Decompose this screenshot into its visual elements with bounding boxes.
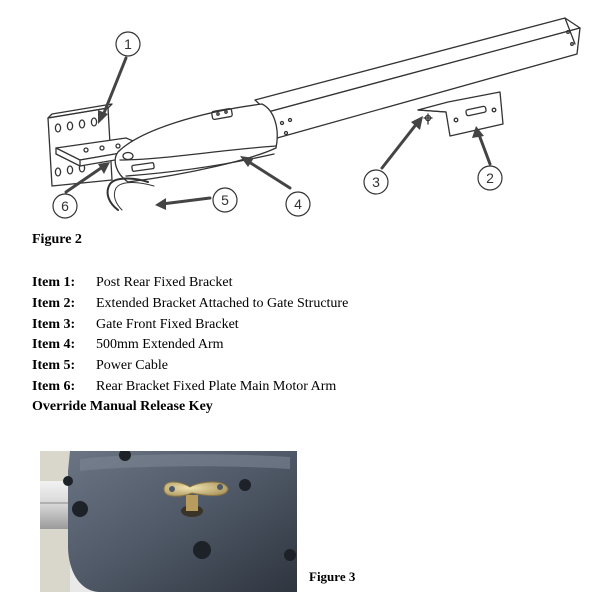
screw-hole [119,451,131,461]
callout-6-circle [52,193,78,219]
item-key: Item 3: [32,316,76,332]
figure-3-caption: Figure 3 [309,569,356,584]
figure-3-photo [40,451,297,592]
callout-2-circle [477,165,503,191]
release-key [163,481,229,517]
power-cable [106,177,149,211]
figure-2-diagram: 1 2 3 4 5 6 [47,17,581,219]
item-key: Item 1: [32,275,76,290]
housing [68,451,297,592]
item-description: Rear Bracket Fixed Plate Main Motor Arm [96,378,337,394]
callout-5-circle [212,187,238,213]
list-item: Item 1: Post Rear Fixed Bracket [32,273,348,294]
screw-hole [63,476,73,486]
gate-front-bracket [417,91,504,137]
list-item: Item 3: Gate Front Fixed Bracket [32,315,348,336]
list-item: Item 5: Power Cable [32,356,348,377]
item-key: Item 4: [32,337,76,353]
item-key: Item 2: [32,295,76,311]
item-description: 500mm Extended Arm [96,337,224,353]
screw-hole [284,549,296,561]
item-description: Post Rear Fixed Bracket [96,275,233,290]
screw-hole [193,541,211,559]
callout-1-label: 1 [124,36,132,52]
override-heading: Override Manual Release Key [32,399,213,414]
callout-6-label: 6 [61,198,69,214]
list-item: Item 6: Rear Bracket Fixed Plate Main Mot… [32,377,348,398]
callout-4-circle [285,191,311,217]
item-list: Item 1: Post Rear Fixed Bracket Item 2: Ex… [32,273,348,398]
item-description: Gate Front Fixed Bracket [96,316,239,332]
callout-1-circle [115,31,141,57]
item-description: Extended Bracket Attached to Gate Struct… [96,295,349,311]
list-item: Item 4: 500mm Extended Arm [32,335,348,356]
item-key: Item 5: [32,358,76,374]
callout-4-label: 4 [294,196,302,212]
callout-3-circle [363,169,389,195]
screw-hole [72,501,88,517]
callout-3-label: 3 [372,174,380,190]
callout-2-label: 2 [486,170,494,186]
motor-housing [114,103,278,183]
callout-5-label: 5 [221,192,229,208]
item-key: Item 6: [32,378,76,394]
list-item: Item 2: Extended Bracket Attached to Gate… [32,294,348,315]
screw-hole [239,479,251,491]
item-description: Power Cable [96,358,168,374]
figure-2-caption: Figure 2 [32,232,82,247]
